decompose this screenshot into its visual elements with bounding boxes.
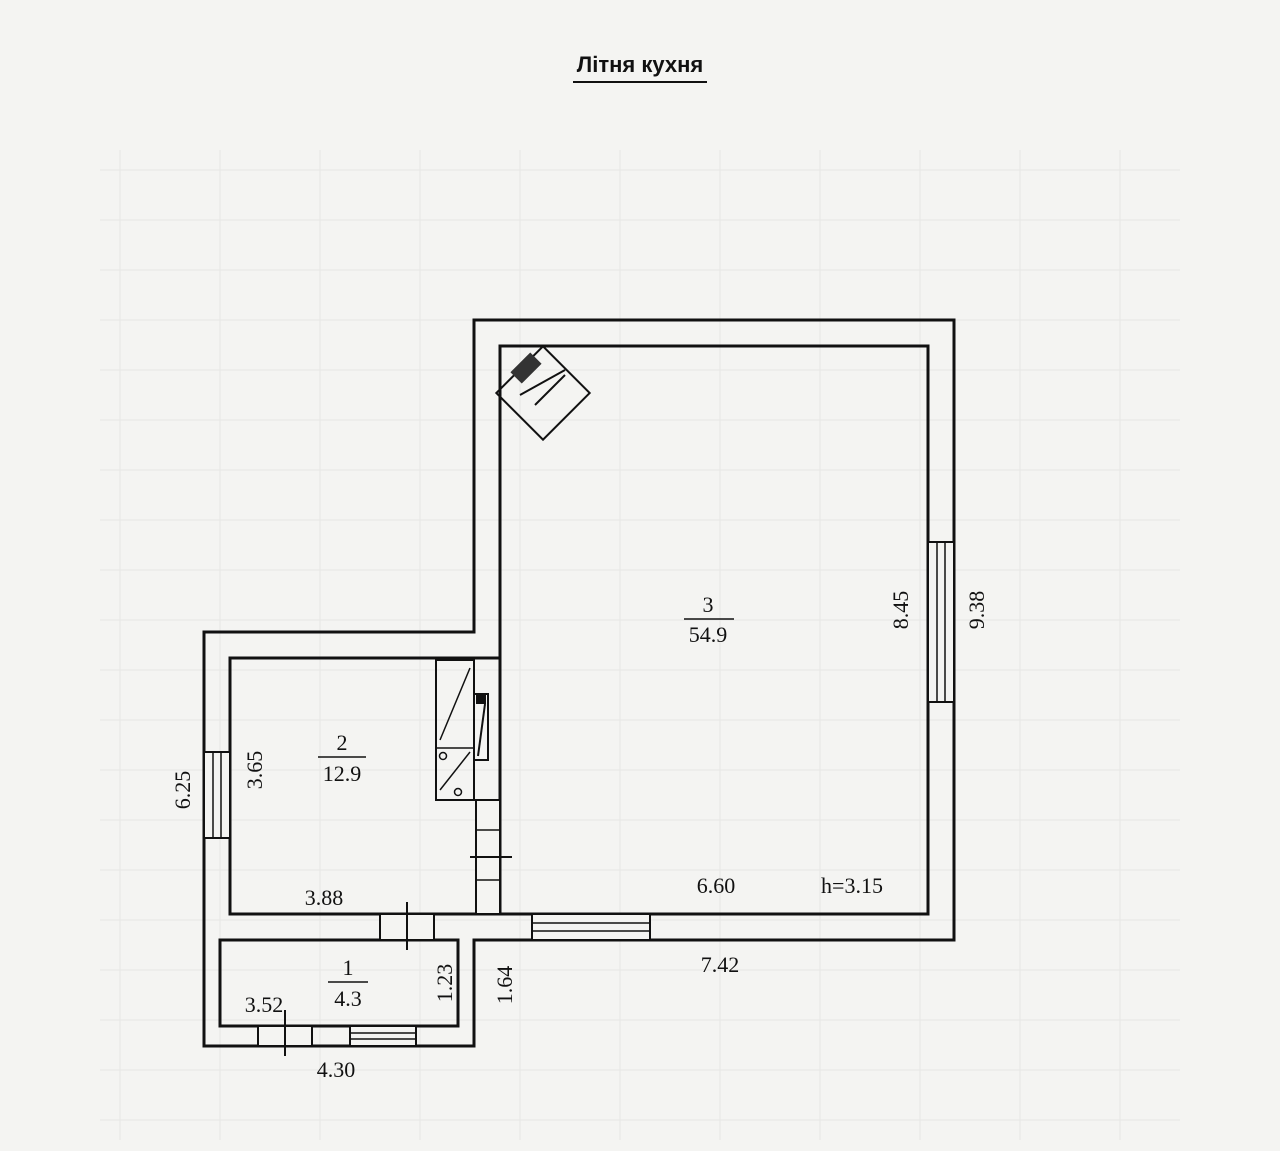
room-2-area: 12.9 (323, 761, 362, 786)
ceiling-height: h=3.15 (821, 873, 883, 898)
dimension-3-88: 3.88 (305, 885, 344, 910)
dimension-3-65: 3.65 (242, 751, 267, 790)
dimension-4-30: 4.30 (317, 1057, 356, 1082)
dimension-7-42: 7.42 (701, 952, 740, 977)
room-label-3: 3 54.9 (684, 592, 734, 647)
window-bottom-room-3 (531, 913, 651, 941)
outer-wall (202, 318, 956, 1048)
stove-fixture (494, 344, 592, 442)
window-left (203, 751, 231, 839)
door-room-2-to-3 (470, 799, 512, 915)
room-3-area: 54.9 (689, 622, 728, 647)
plan-title-text: Літня кухня (572, 52, 708, 83)
room-1-area: 4.3 (334, 986, 362, 1011)
room-2-number: 2 (337, 730, 348, 755)
dimension-9-38: 9.38 (964, 591, 989, 630)
room-label-1: 1 4.3 (328, 955, 368, 1011)
background-grid (100, 150, 1180, 1140)
dimension-3-52: 3.52 (245, 992, 284, 1017)
dimension-8-45: 8.45 (888, 591, 913, 630)
plan-title: Літня кухня (0, 52, 1280, 83)
door-room-2-to-1 (379, 902, 435, 950)
dimension-1-23: 1.23 (432, 964, 457, 1003)
window-bottom-room-1 (349, 1025, 417, 1047)
room-2-inner-wall (228, 656, 502, 916)
room-1-number: 1 (343, 955, 354, 980)
dimension-1-64: 1.64 (492, 966, 517, 1005)
room-label-2: 2 12.9 (318, 730, 366, 786)
kitchen-counter (435, 659, 489, 801)
door-room-1-exterior (257, 1010, 313, 1056)
room-1-inner-wall (218, 938, 460, 1028)
window-right (927, 541, 955, 703)
dimension-6-60: 6.60 (697, 873, 736, 898)
room-3-number: 3 (703, 592, 714, 617)
dimension-6-25: 6.25 (170, 771, 195, 810)
